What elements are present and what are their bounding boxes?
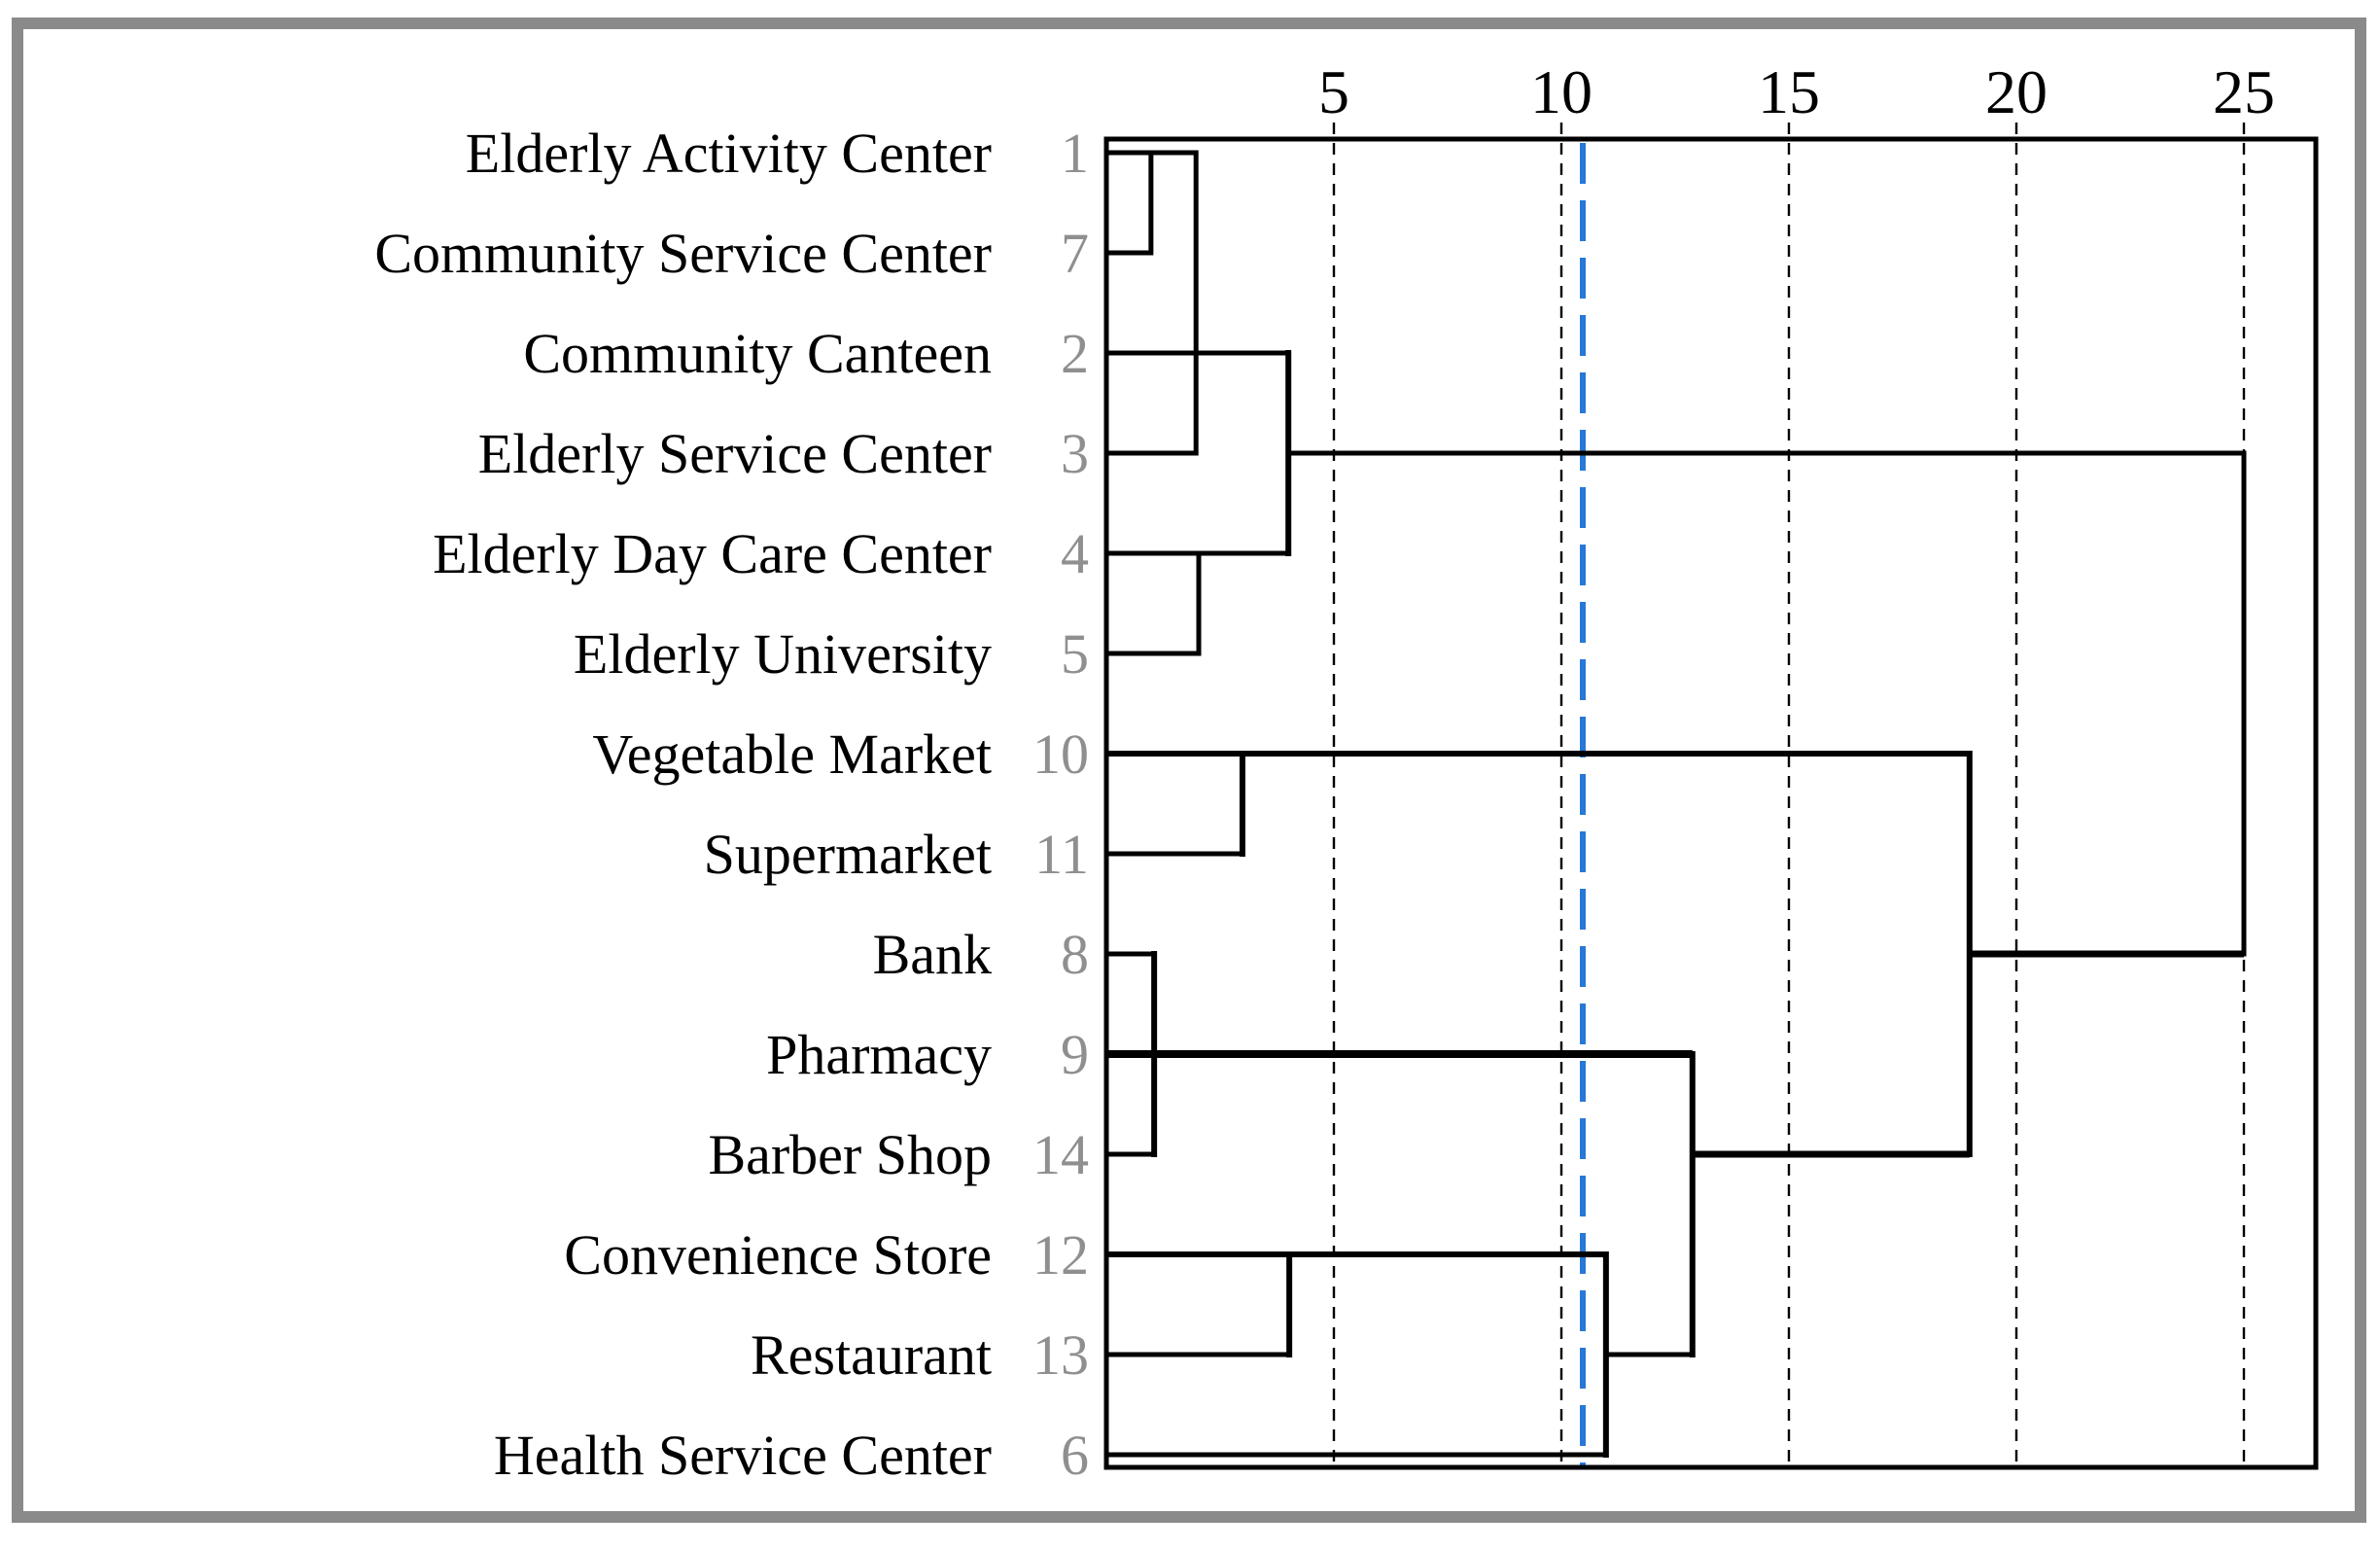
leaf-id: 2 bbox=[1061, 322, 1089, 385]
leaf-id: 5 bbox=[1061, 622, 1089, 686]
leaf-id: 11 bbox=[1034, 823, 1089, 886]
leaf-label: Elderly Day Care Center bbox=[433, 522, 992, 585]
plot-border bbox=[1103, 136, 2319, 1470]
leaf-label: Health Service Center bbox=[494, 1424, 992, 1487]
leaf-id: 10 bbox=[1032, 722, 1089, 786]
leaf-id: 3 bbox=[1061, 422, 1089, 485]
axis-tick-label: 25 bbox=[2213, 57, 2275, 126]
leaf-label: Barber Shop bbox=[708, 1123, 992, 1186]
axis-tick-label: 10 bbox=[1530, 57, 1592, 126]
leaf-id: 6 bbox=[1061, 1424, 1089, 1487]
leaf-id: 13 bbox=[1032, 1323, 1089, 1387]
leaf-label: Elderly University bbox=[574, 622, 992, 686]
leaf-label: Elderly Service Center bbox=[478, 422, 992, 485]
leaf-id: 1 bbox=[1061, 122, 1089, 185]
leaf-label: Convenience Store bbox=[564, 1223, 992, 1286]
leaf-label: Pharmacy bbox=[766, 1023, 992, 1086]
leaf-label: Community Canteen bbox=[523, 322, 992, 385]
leaf-label: Elderly Activity Center bbox=[466, 122, 992, 185]
leaf-id: 8 bbox=[1061, 923, 1089, 986]
leaf-label: Vegetable Market bbox=[592, 722, 992, 786]
leaf-label: Community Service Center bbox=[374, 222, 992, 285]
axis-tick-label: 5 bbox=[1318, 57, 1349, 126]
leaf-id: 4 bbox=[1061, 522, 1089, 585]
leaf-label: Supermarket bbox=[704, 823, 992, 886]
leaf-id: 9 bbox=[1061, 1023, 1089, 1086]
axis-tick-label: 15 bbox=[1758, 57, 1820, 126]
leaf-id: 12 bbox=[1032, 1223, 1089, 1286]
leaf-label: Bank bbox=[873, 923, 992, 986]
leaf-id: 14 bbox=[1032, 1123, 1089, 1186]
axis-tick-label: 20 bbox=[1985, 57, 2048, 126]
leaf-label: Restaurant bbox=[751, 1323, 992, 1387]
leaf-id: 7 bbox=[1061, 222, 1089, 285]
